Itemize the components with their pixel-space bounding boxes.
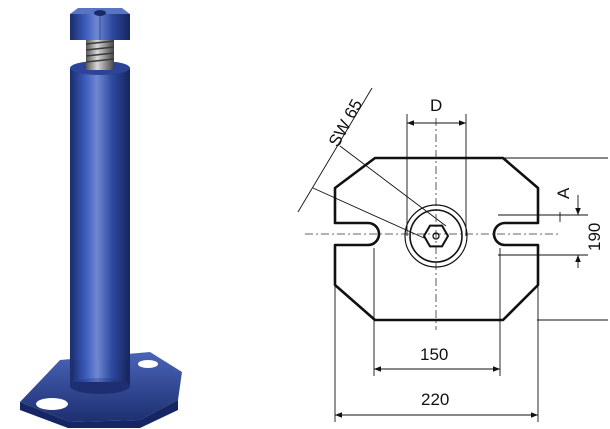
dimension-150 xyxy=(373,248,501,376)
dimension-220 xyxy=(334,285,539,422)
label-a: A xyxy=(554,187,573,199)
hex-head xyxy=(70,8,130,40)
label-190: 190 xyxy=(585,223,604,251)
center-lines xyxy=(305,118,560,330)
label-220: 220 xyxy=(421,390,449,409)
label-d: D xyxy=(430,96,442,115)
label-150: 150 xyxy=(420,345,448,364)
dimension-d xyxy=(406,114,467,236)
dimension-190 xyxy=(498,195,608,321)
label-sw65: SW 65 xyxy=(325,96,366,150)
column-tube xyxy=(70,61,130,394)
technical-drawing: D SW 65 A 190 150 220 xyxy=(297,87,608,422)
dimension-sw xyxy=(297,87,447,239)
hub xyxy=(404,204,468,268)
spindle-thread xyxy=(85,38,115,70)
dimension-a xyxy=(503,157,608,222)
product-photo xyxy=(20,8,182,428)
plate-outline xyxy=(333,156,540,322)
